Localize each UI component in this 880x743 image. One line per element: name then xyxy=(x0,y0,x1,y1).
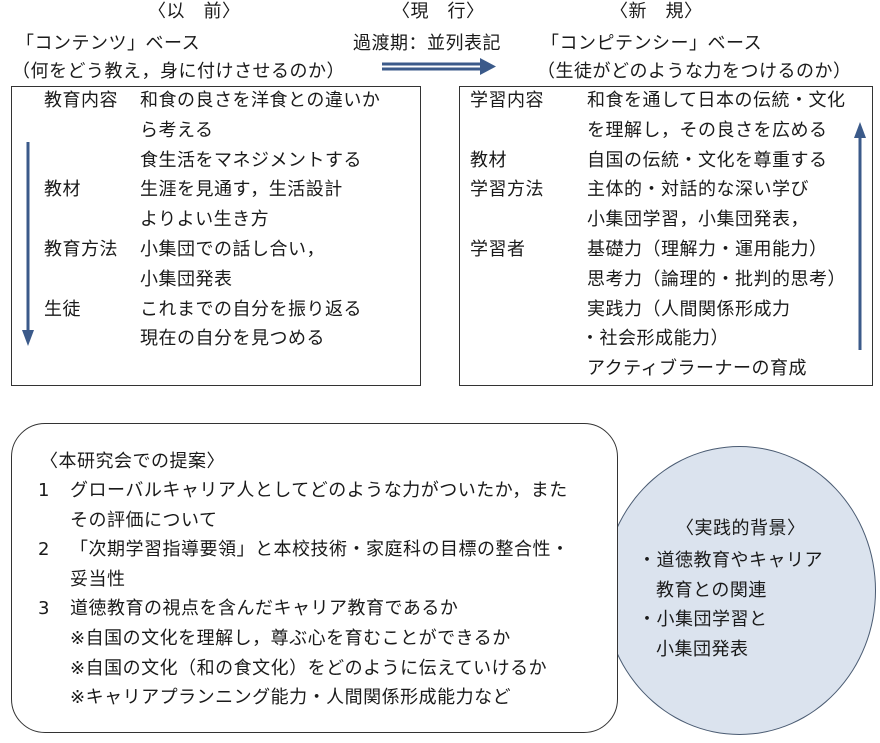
row-text: を理解し，その良さを広める xyxy=(587,119,828,141)
row-text: 和食を通して日本の伝統・文化 xyxy=(587,90,846,111)
proposal-line: その評価について xyxy=(70,509,218,531)
row-text: 小集団発表 xyxy=(140,268,233,290)
proposal-line: ※自国の文化を理解し，尊ぶ心を育むことができるか xyxy=(70,628,511,649)
transition-title: 過渡期：並列表記 xyxy=(353,33,501,54)
proposal-number: 3 xyxy=(38,598,50,620)
down-arrow xyxy=(22,142,34,346)
background-line: 教育との関連 xyxy=(656,579,767,601)
background-line: ・小集団学習と xyxy=(638,609,768,630)
row-text: これまでの自分を振り返る xyxy=(140,298,362,320)
row-text: よりよい生き方 xyxy=(140,209,270,231)
proposal-line: グローバルキャリア人としてどのような力がついたか，また xyxy=(70,480,568,501)
row-text: 小集団学習，小集団発表， xyxy=(587,209,809,231)
row-label: 生徒 xyxy=(44,298,81,320)
row-label: 学習内容 xyxy=(470,90,544,111)
proposal-line: 道徳教育の視点を含んだキャリア教育であるか xyxy=(70,598,459,620)
row-text: ら考える xyxy=(140,119,214,141)
proposal-box xyxy=(11,423,618,733)
practical-background-title: 〈実践的背景〉 xyxy=(676,518,806,539)
competency-base-subtitle: （生徒がどのような力をつけるのか） xyxy=(537,61,852,82)
contents-base-box xyxy=(11,86,421,386)
background-line: 小集団発表 xyxy=(656,638,749,660)
row-text: 基礎力（理解力・運用能力） xyxy=(587,239,828,260)
row-text: 自国の伝統・文化を尊重する xyxy=(587,149,828,171)
background-line: ・道徳教育やキャリア xyxy=(638,550,823,571)
period-before-label: 〈以 前〉 xyxy=(148,1,241,22)
row-label: 学習者 xyxy=(470,239,526,260)
row-label: 学習方法 xyxy=(470,179,544,201)
competency-base-box xyxy=(459,86,873,386)
proposal-line: ※キャリアプランニング能力・人間関係形成能力など xyxy=(70,687,512,709)
row-text: ・社会形成能力） xyxy=(581,328,729,350)
period-current-label: 〈現 行〉 xyxy=(392,1,485,22)
proposal-number: 1 xyxy=(38,480,50,501)
row-text: 小集団での話し合い， xyxy=(140,239,325,260)
proposal-number: 2 xyxy=(38,539,50,561)
row-text: 現在の自分を見つめる xyxy=(140,328,325,350)
row-text: 和食の良さを洋食との違いか xyxy=(140,90,381,111)
row-label: 教育方法 xyxy=(44,239,118,260)
row-text: アクティブラーナーの育成 xyxy=(587,358,808,380)
practical-background-circle xyxy=(603,446,876,735)
period-new-label: 〈新 規〉 xyxy=(610,1,703,22)
proposal-line: 妥当性 xyxy=(70,568,126,590)
contents-base-subtitle: （何をどう教え，身に付けさせるのか） xyxy=(12,61,345,82)
row-text: 食生活をマネジメントする xyxy=(140,149,362,171)
up-arrow xyxy=(854,122,866,350)
proposal-title: 〈本研究会での提案〉 xyxy=(40,451,225,472)
row-label: 教材 xyxy=(470,149,507,171)
row-text: 主体的・対話的な深い学び xyxy=(587,179,809,201)
proposal-line: 「次期学習指導要領」と本校技術・家庭科の目標の整合性・ xyxy=(70,539,570,561)
row-text: 実践力（人間関係形成力 xyxy=(587,298,791,320)
proposal-line: ※自国の文化（和の食文化）をどのように伝えていけるか xyxy=(70,657,548,679)
transition-arrow xyxy=(382,58,496,75)
row-text: 生涯を見通す，生活設計 xyxy=(140,179,343,201)
row-label: 教育内容 xyxy=(44,90,118,111)
contents-base-title: 「コンテンツ」ベース xyxy=(16,33,201,54)
competency-base-title: 「コンピテンシー」ベース xyxy=(541,33,763,54)
row-label: 教材 xyxy=(44,179,81,201)
row-text: 思考力（論理的・批判的思考） xyxy=(587,268,846,290)
